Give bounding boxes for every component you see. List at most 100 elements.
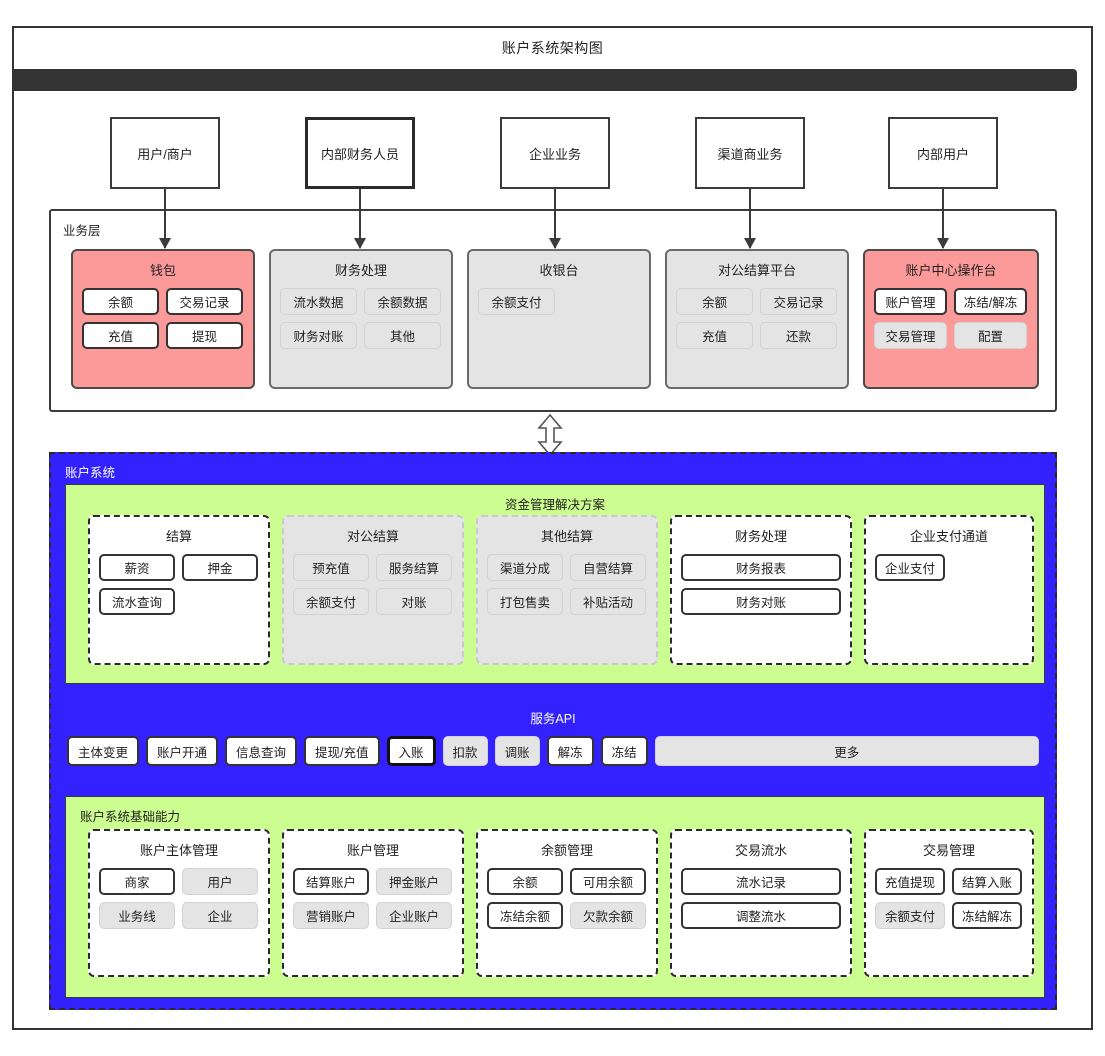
base-card-3[interactable]: 余额管理余额可用余额冻结余额欠款余额 xyxy=(476,829,658,977)
chip-item[interactable]: 自营结算 xyxy=(570,554,646,581)
chip-item[interactable]: 冻结/解冻 xyxy=(954,288,1027,315)
fund-card-title: 结算 xyxy=(165,529,192,544)
chip-item[interactable]: 冻结余额 xyxy=(487,902,563,929)
chip-item[interactable]: 业务线 xyxy=(99,902,175,929)
api-button-4[interactable]: 提现/充值 xyxy=(304,736,380,766)
chip-item[interactable]: 其他 xyxy=(364,322,441,349)
chip-item[interactable]: 充值提现 xyxy=(875,868,945,895)
chip-item[interactable]: 还款 xyxy=(760,322,837,349)
chip-item[interactable]: 薪资 xyxy=(99,554,175,581)
chip-item[interactable]: 交易记录 xyxy=(760,288,837,315)
chip-group: 充值提现结算入账余额支付冻结解冻 xyxy=(866,868,1032,929)
actor-box-1[interactable]: 用户/商户 xyxy=(110,117,220,189)
arrowhead-icon xyxy=(937,238,949,249)
chip-item[interactable]: 余额 xyxy=(82,288,159,315)
chip-group: 渠道分成自营结算打包售卖补贴活动 xyxy=(478,554,656,615)
chip-item[interactable]: 补贴活动 xyxy=(570,588,646,615)
chip-item[interactable]: 用户 xyxy=(182,868,258,895)
chip-group: 账户管理冻结/解冻交易管理配置 xyxy=(865,288,1037,349)
service-api-strip: 服务API 主体变更账户开通信息查询提现/充值入账扣款调账解冻冻结更多 xyxy=(63,700,1043,782)
chip-item[interactable]: 余额支付 xyxy=(478,288,555,315)
api-button-7[interactable]: 调账 xyxy=(494,736,540,766)
actor-box-4[interactable]: 渠道商业务 xyxy=(695,117,805,189)
chip-item[interactable]: 余额支付 xyxy=(875,902,945,929)
chip-item[interactable]: 服务结算 xyxy=(376,554,452,581)
chip-item[interactable]: 欠款余额 xyxy=(570,902,646,929)
chip-item[interactable]: 流水查询 xyxy=(99,588,175,615)
account-system-label: 账户系统 xyxy=(65,466,116,480)
chip-item[interactable]: 企业 xyxy=(182,902,258,929)
business-layer-label: 业务层 xyxy=(63,224,101,238)
actor-box-5[interactable]: 内部用户 xyxy=(888,117,998,189)
chip-item[interactable]: 交易管理 xyxy=(874,322,947,349)
api-button-2[interactable]: 账户开通 xyxy=(146,736,219,766)
chip-item[interactable]: 结算入账 xyxy=(952,868,1022,895)
chip-item[interactable]: 营销账户 xyxy=(293,902,369,929)
chip-item[interactable]: 交易记录 xyxy=(166,288,243,315)
api-button-6[interactable]: 扣款 xyxy=(442,736,488,766)
actor-box-3[interactable]: 企业业务 xyxy=(500,117,610,189)
chip-item[interactable]: 流水记录 xyxy=(681,868,841,895)
chip-item[interactable]: 余额数据 xyxy=(364,288,441,315)
chip-item[interactable]: 财务对账 xyxy=(280,322,357,349)
actor-label: 用户/商户 xyxy=(137,146,193,162)
chip-item[interactable]: 对账 xyxy=(376,588,452,615)
chip-item[interactable]: 充值 xyxy=(676,322,753,349)
business-card-title: 账户中心操作台 xyxy=(905,263,997,278)
chip-item[interactable]: 押金账户 xyxy=(376,868,452,895)
fund-card-2[interactable]: 对公结算预充值服务结算余额支付对账 xyxy=(282,515,464,665)
base-card-1[interactable]: 账户主体管理商家用户业务线企业 xyxy=(88,829,270,977)
chip-item[interactable]: 余额支付 xyxy=(293,588,369,615)
api-button-8[interactable]: 解冻 xyxy=(546,736,594,766)
base-card-title: 账户主体管理 xyxy=(139,843,218,858)
chip-item[interactable]: 财务报表 xyxy=(681,554,841,581)
chip-item[interactable]: 企业账户 xyxy=(376,902,452,929)
chip-item[interactable]: 账户管理 xyxy=(874,288,947,315)
chip-item[interactable]: 充值 xyxy=(82,322,159,349)
chip-item[interactable]: 余额 xyxy=(487,868,563,895)
fund-card-4[interactable]: 财务处理财务报表财务对账 xyxy=(670,515,852,665)
business-card-1[interactable]: 钱包余额交易记录充值提现 xyxy=(71,249,255,389)
chip-item[interactable]: 打包售卖 xyxy=(487,588,563,615)
api-button-5[interactable]: 入账 xyxy=(386,736,436,766)
api-button-1[interactable]: 主体变更 xyxy=(67,736,140,766)
business-card-5[interactable]: 账户中心操作台账户管理冻结/解冻交易管理配置 xyxy=(863,249,1039,389)
chip-item[interactable]: 押金 xyxy=(182,554,258,581)
base-card-5[interactable]: 交易管理充值提现结算入账余额支付冻结解冻 xyxy=(864,829,1034,977)
fund-solution-title: 资金管理解决方案 xyxy=(504,498,605,512)
chip-item[interactable]: 提现 xyxy=(166,322,243,349)
actor-connector-1 xyxy=(159,189,171,249)
chip-item[interactable]: 冻结解冻 xyxy=(952,902,1022,929)
chip-item[interactable]: 渠道分成 xyxy=(487,554,563,581)
api-button-9[interactable]: 冻结 xyxy=(600,736,648,766)
fund-card-3[interactable]: 其他结算渠道分成自营结算打包售卖补贴活动 xyxy=(476,515,658,665)
service-api-buttons: 主体变更账户开通信息查询提现/充值入账扣款调账解冻冻结更多 xyxy=(63,727,1043,766)
actor-box-2[interactable]: 内部财务人员 xyxy=(305,117,415,189)
fund-card-5[interactable]: 企业支付通道企业支付 xyxy=(864,515,1034,665)
business-card-4[interactable]: 对公结算平台余额交易记录充值还款 xyxy=(665,249,849,389)
chip-item[interactable]: 商家 xyxy=(99,868,175,895)
chip-item[interactable]: 配置 xyxy=(954,322,1027,349)
business-card-2[interactable]: 财务处理流水数据余额数据财务对账其他 xyxy=(269,249,453,389)
chip-item[interactable]: 流水数据 xyxy=(280,288,357,315)
chip-item[interactable]: 余额 xyxy=(676,288,753,315)
bidirectional-arrow-icon xyxy=(537,414,563,456)
chip-group: 财务报表财务对账 xyxy=(672,554,850,615)
chip-item[interactable]: 可用余额 xyxy=(570,868,646,895)
chip-item[interactable]: 企业支付 xyxy=(875,554,945,581)
base-card-4[interactable]: 交易流水流水记录调整流水 xyxy=(670,829,852,977)
api-button-10[interactable]: 更多 xyxy=(654,736,1039,766)
actor-connector-2 xyxy=(354,189,366,249)
chip-item[interactable]: 预充值 xyxy=(293,554,369,581)
chip-group: 预充值服务结算余额支付对账 xyxy=(284,554,462,615)
chip-item[interactable]: 财务对账 xyxy=(681,588,841,615)
base-card-2[interactable]: 账户管理结算账户押金账户营销账户企业账户 xyxy=(282,829,464,977)
api-button-3[interactable]: 信息查询 xyxy=(225,736,298,766)
title-divider-band xyxy=(14,69,1077,91)
fund-card-1[interactable]: 结算薪资押金流水查询 xyxy=(88,515,270,665)
chip-item[interactable]: 调整流水 xyxy=(681,902,841,929)
business-card-3[interactable]: 收银台余额支付 xyxy=(467,249,651,389)
service-api-title: 服务API xyxy=(530,712,576,726)
chip-item[interactable]: 结算账户 xyxy=(293,868,369,895)
business-card-title: 收银台 xyxy=(539,263,579,278)
